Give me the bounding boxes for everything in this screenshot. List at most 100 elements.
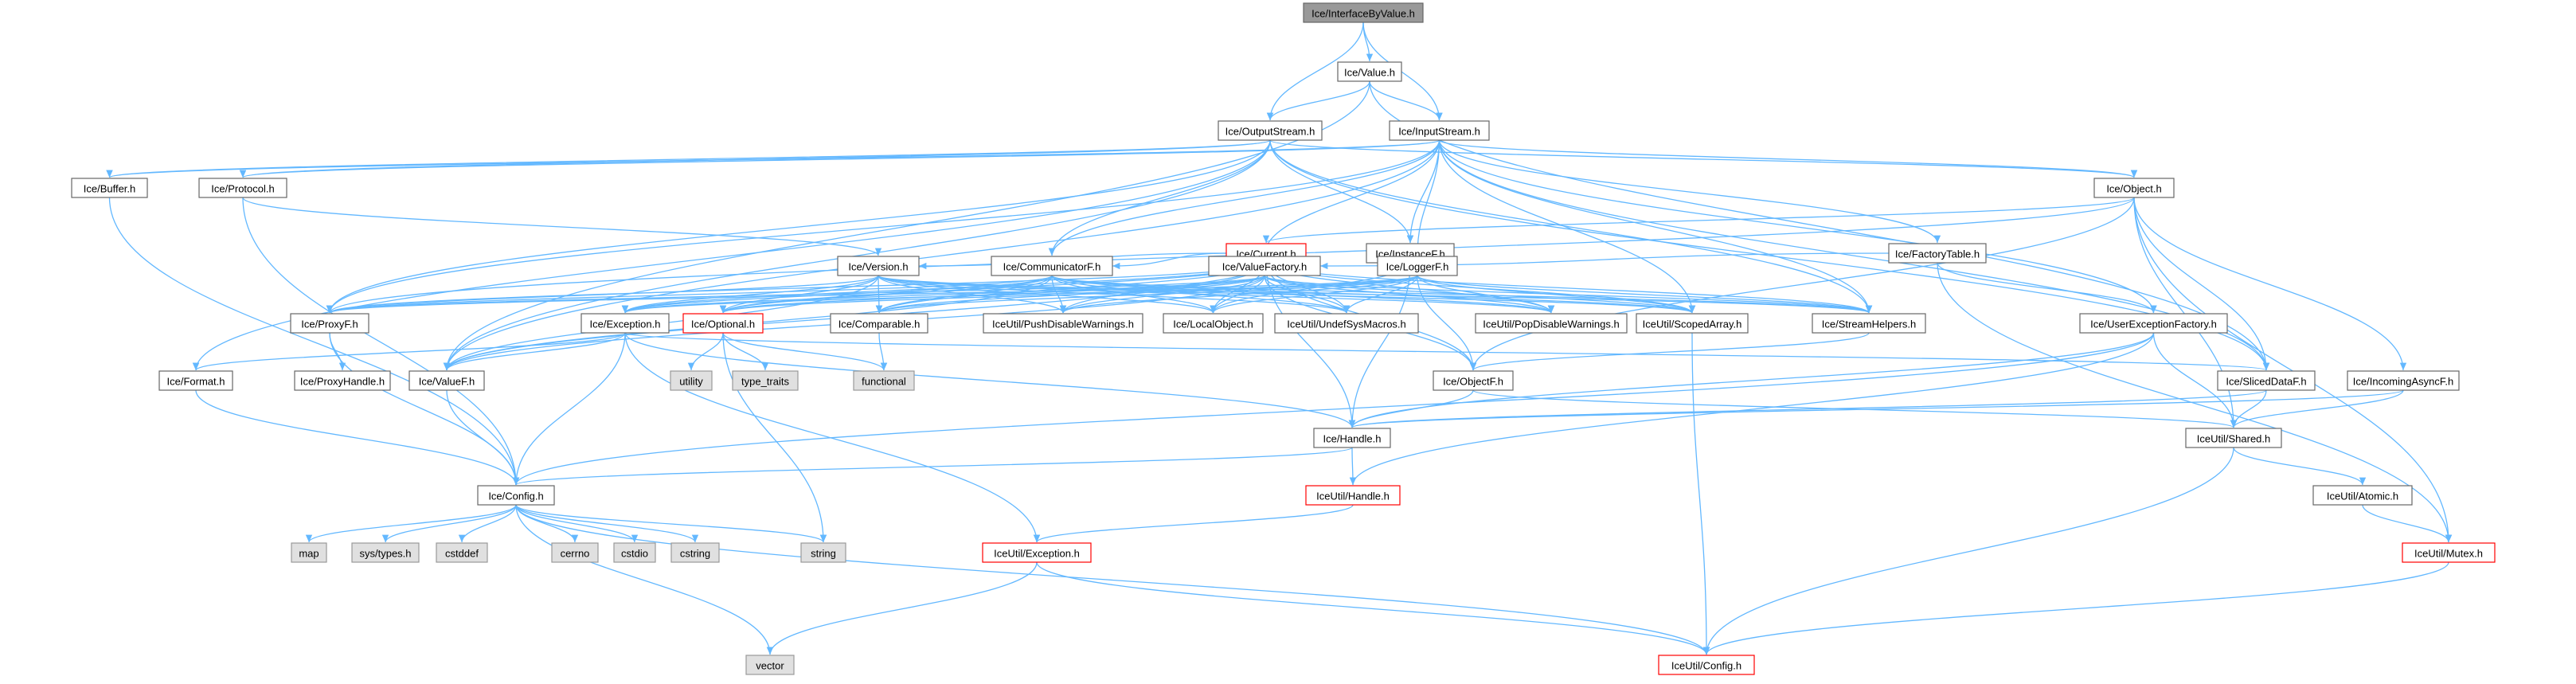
node-label: Ice/Exception.h <box>590 319 661 330</box>
node-valuef[interactable]: Ice/ValueF.h <box>408 370 485 391</box>
node-box <box>837 256 920 276</box>
node-label: cerrno <box>561 548 590 560</box>
node-popdisable[interactable]: IceUtil/PopDisableWarnings.h <box>1475 313 1628 334</box>
edge-version-to-localobject <box>878 275 1217 314</box>
edge-incomingasyncf-to-handle <box>1349 389 2404 428</box>
edge-current-to-communicatorf <box>1112 252 1227 270</box>
edge-object-to-incomingasyncf <box>2133 197 2407 371</box>
edge-protocol-to-config <box>242 197 520 486</box>
edge-inputstream-to-valuef <box>443 139 1440 371</box>
edge-optional-to-utility <box>687 332 724 371</box>
node-box <box>983 313 1143 334</box>
edge-inputstream-to-userexfactory <box>1438 139 2157 314</box>
node-outputstream[interactable]: Ice/OutputStream.h <box>1218 120 1323 141</box>
node-handle[interactable]: Ice/Handle.h <box>1313 428 1391 448</box>
edge-config-to-iuconfig <box>515 504 1710 655</box>
edge-object-to-mutex <box>2133 197 2453 543</box>
node-box <box>2402 542 2496 563</box>
node-mutex[interactable]: IceUtil/Mutex.h <box>2402 542 2496 563</box>
node-factorytable[interactable]: Ice/FactoryTable.h <box>1888 243 1987 264</box>
edge-communicatorf-to-streamhelpers <box>1051 275 1872 314</box>
node-object[interactable]: Ice/Object.h <box>2093 178 2175 198</box>
node-label: utility <box>679 376 703 388</box>
edge-valuef-to-config <box>446 389 520 486</box>
node-box <box>158 370 233 391</box>
node-proxyf[interactable]: Ice/ProxyF.h <box>290 313 369 334</box>
node-comparable[interactable]: Ice/Comparable.h <box>830 313 928 334</box>
node-shared[interactable]: IceUtil/Shared.h <box>2185 428 2282 448</box>
node-inputstream[interactable]: Ice/InputStream.h <box>1389 120 1490 141</box>
edge-object-to-current <box>1263 197 2135 244</box>
edge-factorytable-to-userexfactory <box>1937 262 2157 314</box>
edge-valuefactory-to-proxyf <box>326 275 1265 314</box>
edge-communicatorf-to-exception <box>622 275 1053 314</box>
edge-outputstream-to-format <box>192 139 1271 371</box>
node-label: IceUtil/ScopedArray.h <box>1643 319 1742 330</box>
node-proxyhandle[interactable]: Ice/ProxyHandle.h <box>294 370 391 391</box>
node-communicatorf[interactable]: Ice/CommunicatorF.h <box>991 256 1113 276</box>
edge-inputstream-to-valuefactory <box>1261 139 1440 256</box>
node-label: functional <box>862 376 906 388</box>
edge-userexfactory-to-config <box>513 332 2155 486</box>
node-sliceddataf[interactable]: Ice/SlicedDataF.h <box>2217 370 2316 391</box>
node-box <box>1888 243 1987 264</box>
node-interfacebyvalue: Ice/InterfaceByValue.h <box>1303 2 1424 23</box>
node-label: IceUtil/PushDisableWarnings.h <box>992 319 1134 330</box>
node-box <box>1658 655 1755 675</box>
edge-version-to-exception <box>621 275 879 314</box>
edge-loggerf-to-comparable <box>876 275 1418 314</box>
edge-proxyf-to-proxyhandle <box>329 332 346 371</box>
node-box <box>1208 256 1321 276</box>
node-cstdio: cstdio <box>613 542 656 563</box>
node-label: Ice/CommunicatorF.h <box>1003 261 1101 273</box>
edge-config-to-cerrno <box>515 504 579 543</box>
node-config[interactable]: Ice/Config.h <box>477 485 555 506</box>
edge-buffer-to-config <box>108 197 520 486</box>
node-box <box>830 313 928 334</box>
node-protocol[interactable]: Ice/Protocol.h <box>198 178 287 198</box>
node-label: sys/types.h <box>359 548 411 560</box>
edge-config-to-map <box>305 504 517 543</box>
edge-loggerf-to-streamhelpers <box>1417 275 1872 314</box>
edge-loggerf-to-undefsys <box>1343 275 1418 314</box>
node-iuconfig[interactable]: IceUtil/Config.h <box>1658 655 1755 675</box>
node-buffer[interactable]: Ice/Buffer.h <box>71 178 148 198</box>
node-valuefactory[interactable]: Ice/ValueFactory.h <box>1208 256 1321 276</box>
node-version[interactable]: Ice/Version.h <box>837 256 920 276</box>
node-iuhandle[interactable]: IceUtil/Handle.h <box>1305 485 1401 506</box>
node-streamhelpers[interactable]: Ice/StreamHelpers.h <box>1812 313 1926 334</box>
edge-value-to-inputstream <box>1369 80 1443 121</box>
node-box <box>436 542 488 563</box>
node-userexfactory[interactable]: Ice/UserExceptionFactory.h <box>2079 313 2228 334</box>
node-undefsys[interactable]: IceUtil/UndefSysMacros.h <box>1274 313 1419 334</box>
node-exception[interactable]: Ice/Exception.h <box>580 313 670 334</box>
node-objectf[interactable]: Ice/ObjectF.h <box>1433 370 1514 391</box>
edge-version-to-undefsys <box>878 275 1350 314</box>
node-cerrno: cerrno <box>551 542 599 563</box>
node-label: IceUtil/Mutex.h <box>2414 548 2483 560</box>
edge-config-to-cstddef <box>458 504 517 543</box>
node-label: Ice/Config.h <box>488 491 543 502</box>
edge-communicatorf-to-localobject <box>1051 275 1217 314</box>
node-atomic[interactable]: IceUtil/Atomic.h <box>2312 485 2413 506</box>
node-vector: vector <box>745 655 795 675</box>
node-box <box>2093 178 2175 198</box>
node-scopedarray[interactable]: IceUtil/ScopedArray.h <box>1636 313 1749 334</box>
node-box <box>1218 120 1323 141</box>
edge-inputstream-to-sliceddataf <box>1438 139 2270 371</box>
node-loggerf[interactable]: Ice/LoggerF.h <box>1377 256 1458 276</box>
node-incomingasyncf[interactable]: Ice/IncomingAsyncF.h <box>2347 370 2460 391</box>
node-localobject[interactable]: Ice/LocalObject.h <box>1163 313 1264 334</box>
edge-communicatorf-to-undefsys <box>1051 275 1350 314</box>
node-box <box>800 542 846 563</box>
node-value[interactable]: Ice/Value.h <box>1337 61 1402 82</box>
node-format[interactable]: Ice/Format.h <box>158 370 233 391</box>
node-optional[interactable]: Ice/Optional.h <box>682 313 764 334</box>
node-pushdisable[interactable]: IceUtil/PushDisableWarnings.h <box>983 313 1143 334</box>
node-label: cstring <box>680 548 710 560</box>
edge-outputstream-to-object <box>1269 139 2137 178</box>
node-iuexception[interactable]: IceUtil/Exception.h <box>982 542 1092 563</box>
edge-exception-to-handle <box>624 332 1355 428</box>
node-box <box>551 542 599 563</box>
node-label: cstddef <box>445 548 479 560</box>
